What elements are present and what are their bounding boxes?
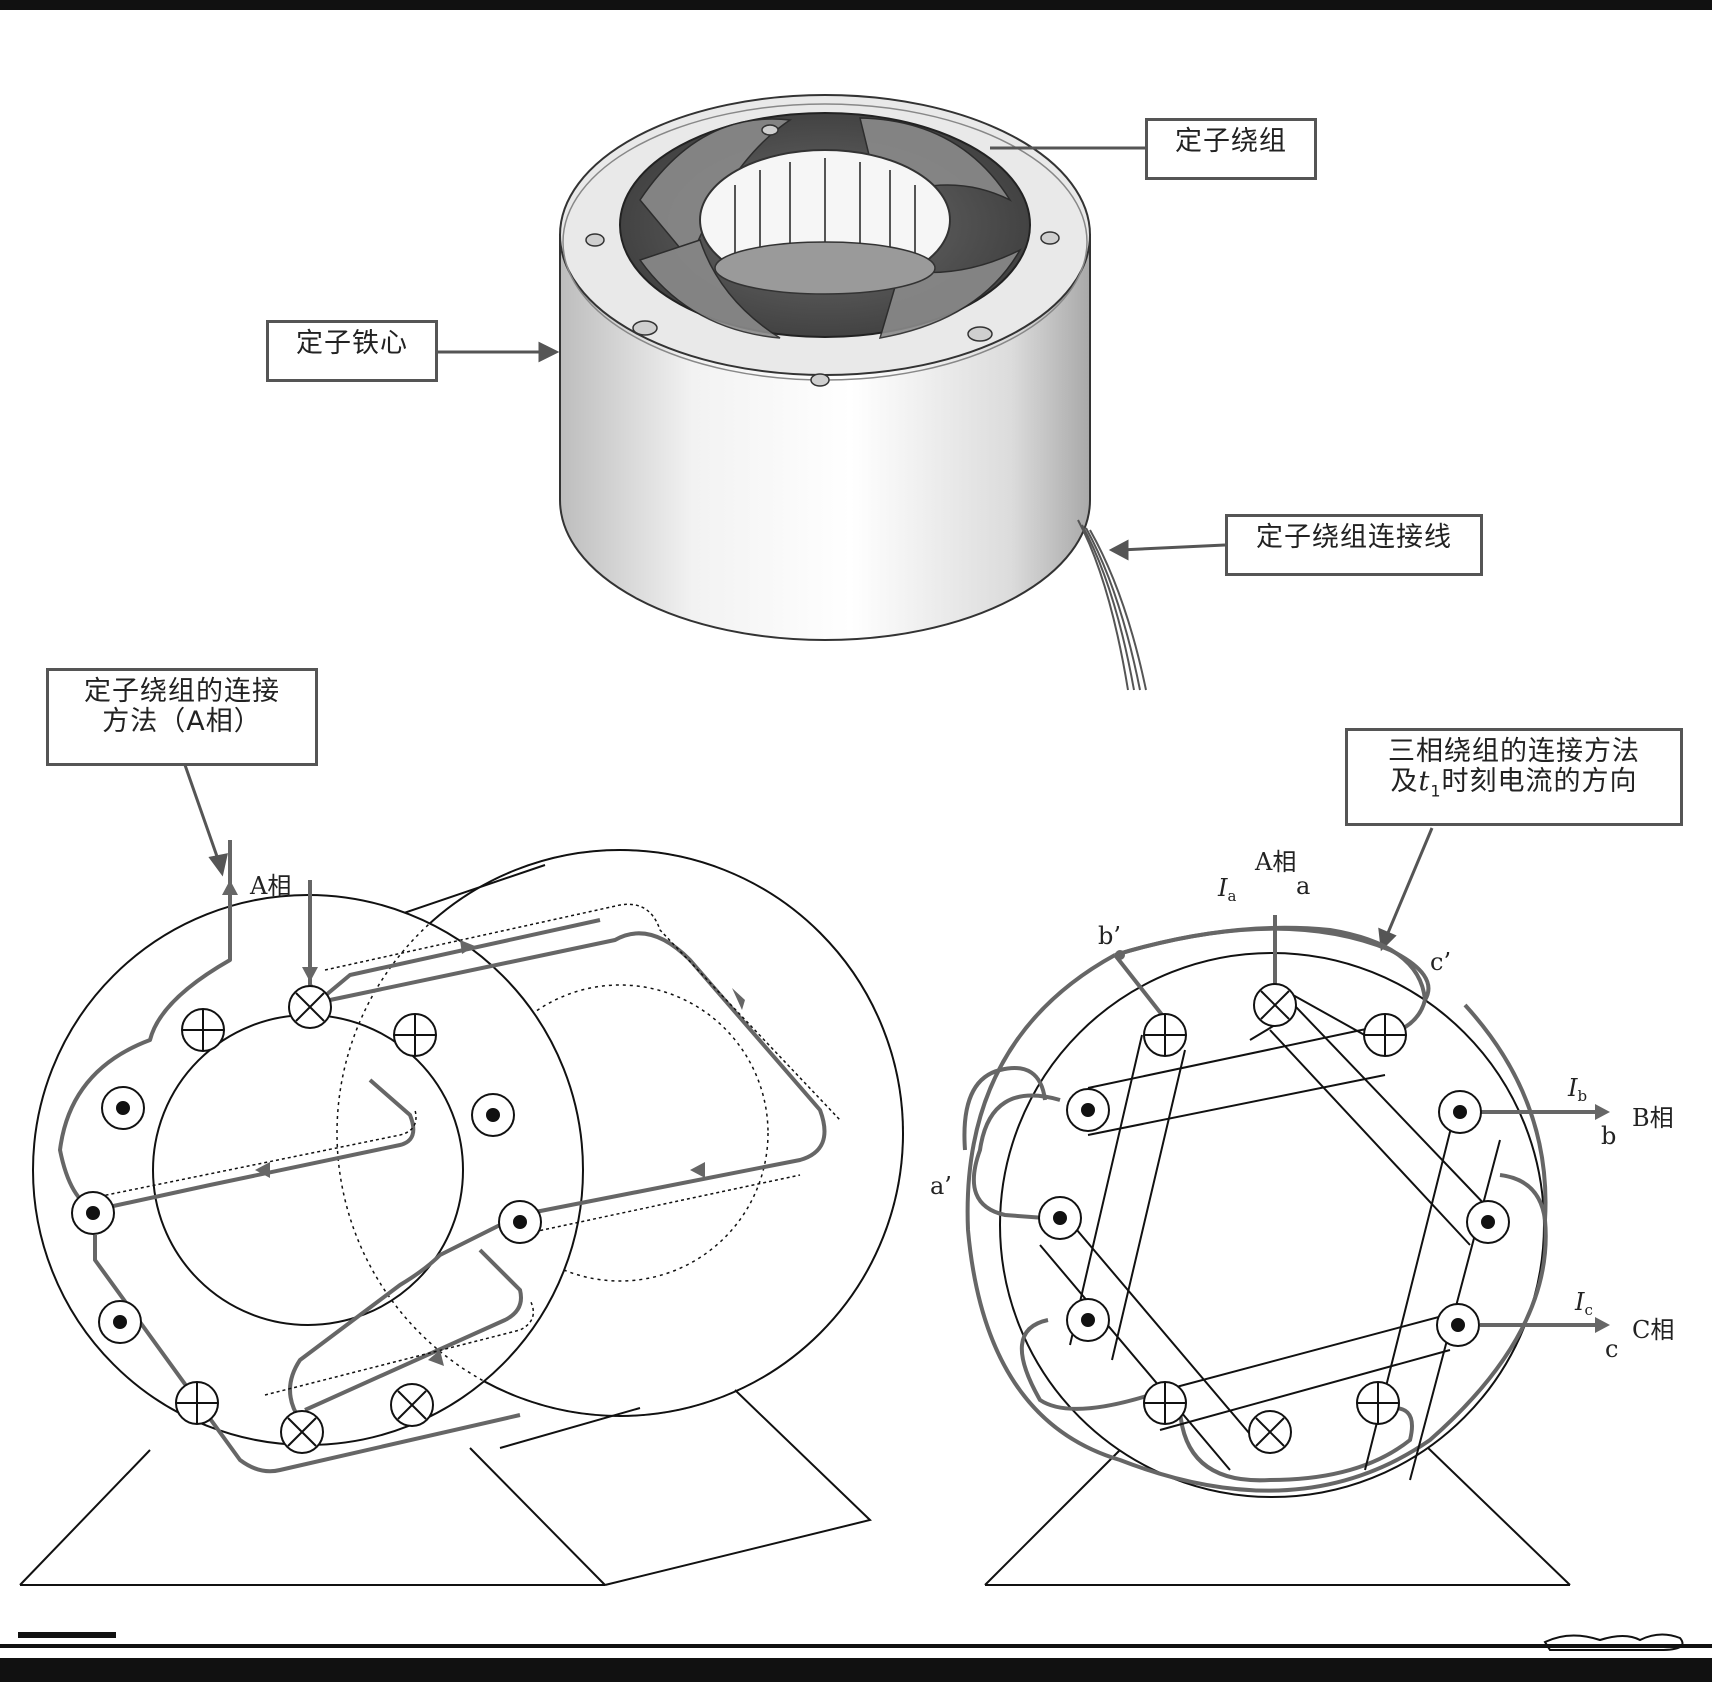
conductor-plus-1 — [181, 1008, 225, 1052]
r-cond-dot-c — [1436, 1303, 1480, 1347]
left-phase-a-label: A相 — [250, 872, 292, 900]
right-a-prime: a’ — [930, 1172, 952, 1200]
r-cond-plus-2 — [1356, 1381, 1400, 1425]
right-winding-diagram — [962, 915, 1610, 1586]
three-phase-line2-post: 时刻电流的方向 — [1441, 766, 1638, 797]
callout-winding-method-line2: 方法（A相） — [102, 706, 262, 737]
conductor-cross-c — [390, 1383, 434, 1427]
right-terminal-c: c — [1605, 1335, 1619, 1363]
conductor-plus-3 — [175, 1381, 219, 1425]
callout-three-phase-line2: 及t1时刻电流的方向 — [1358, 767, 1670, 806]
right-terminal-a: a — [1296, 872, 1311, 900]
right-phase-c-label: C相 — [1632, 1316, 1675, 1344]
callout-stator-core: 定子铁心 — [266, 320, 438, 382]
callout-stator-leads: 定子绕组连接线 — [1225, 514, 1483, 576]
conductor-cross-b — [280, 1410, 324, 1454]
conductor-dot-2 — [471, 1093, 515, 1137]
right-current-a: Ia — [1218, 874, 1236, 905]
corner-mark — [1543, 1633, 1684, 1651]
three-phase-t-sub: 1 — [1430, 781, 1442, 801]
callout-stator-winding: 定子绕组 — [1145, 118, 1317, 180]
r-cond-dot-3 — [1066, 1298, 1110, 1342]
callout-winding-method: 定子绕组的连接 方法（A相） — [46, 668, 318, 766]
callout-winding-method-line1: 定子绕组的连接 — [84, 676, 280, 707]
conductor-plus-2 — [393, 1013, 437, 1057]
r-cond-cross-bottom — [1248, 1410, 1292, 1454]
r-cond-cross-top — [1253, 983, 1297, 1027]
r-cond-dot-b — [1438, 1090, 1482, 1134]
r-cond-plus-1 — [1143, 1381, 1187, 1425]
conductor-dot-5 — [98, 1300, 142, 1344]
r-cond-plus-bprime — [1143, 1013, 1187, 1057]
right-current-b: Ib — [1568, 1074, 1587, 1105]
right-phase-a-label: A相 — [1255, 848, 1297, 876]
current-c-var: I — [1575, 1288, 1585, 1316]
three-phase-line2-pre: 及 — [1390, 766, 1419, 797]
left-winding-diagram — [19, 840, 904, 1586]
callout-leaders — [183, 146, 1434, 952]
right-terminal-b: b — [1601, 1122, 1617, 1150]
right-b-prime: b’ — [1098, 922, 1121, 950]
r-cond-dot-aprime — [1038, 1196, 1082, 1240]
callout-three-phase: 三相绕组的连接方法 及t1时刻电流的方向 — [1345, 728, 1683, 826]
current-a-sub: a — [1227, 887, 1237, 905]
current-a-var: I — [1218, 874, 1228, 902]
current-b-sub: b — [1577, 1087, 1588, 1105]
current-b-var: I — [1568, 1074, 1578, 1102]
conductor-dot-4 — [498, 1200, 542, 1244]
conductor-dot-1 — [101, 1086, 145, 1130]
conductor-dot-3 — [71, 1191, 115, 1235]
right-current-c: Ic — [1575, 1288, 1593, 1319]
right-c-prime: c’ — [1430, 948, 1452, 976]
r-cond-dot-1 — [1066, 1088, 1110, 1132]
r-cond-plus-cprime — [1363, 1013, 1407, 1057]
current-c-sub: c — [1584, 1301, 1593, 1319]
right-phase-b-label: B相 — [1632, 1104, 1674, 1132]
three-phase-t-var: t — [1418, 766, 1431, 797]
r-cond-dot-2 — [1466, 1200, 1510, 1244]
callout-three-phase-line1: 三相绕组的连接方法 — [1388, 736, 1640, 767]
stator-illustration — [559, 94, 1147, 691]
conductor-cross-a — [288, 985, 332, 1029]
